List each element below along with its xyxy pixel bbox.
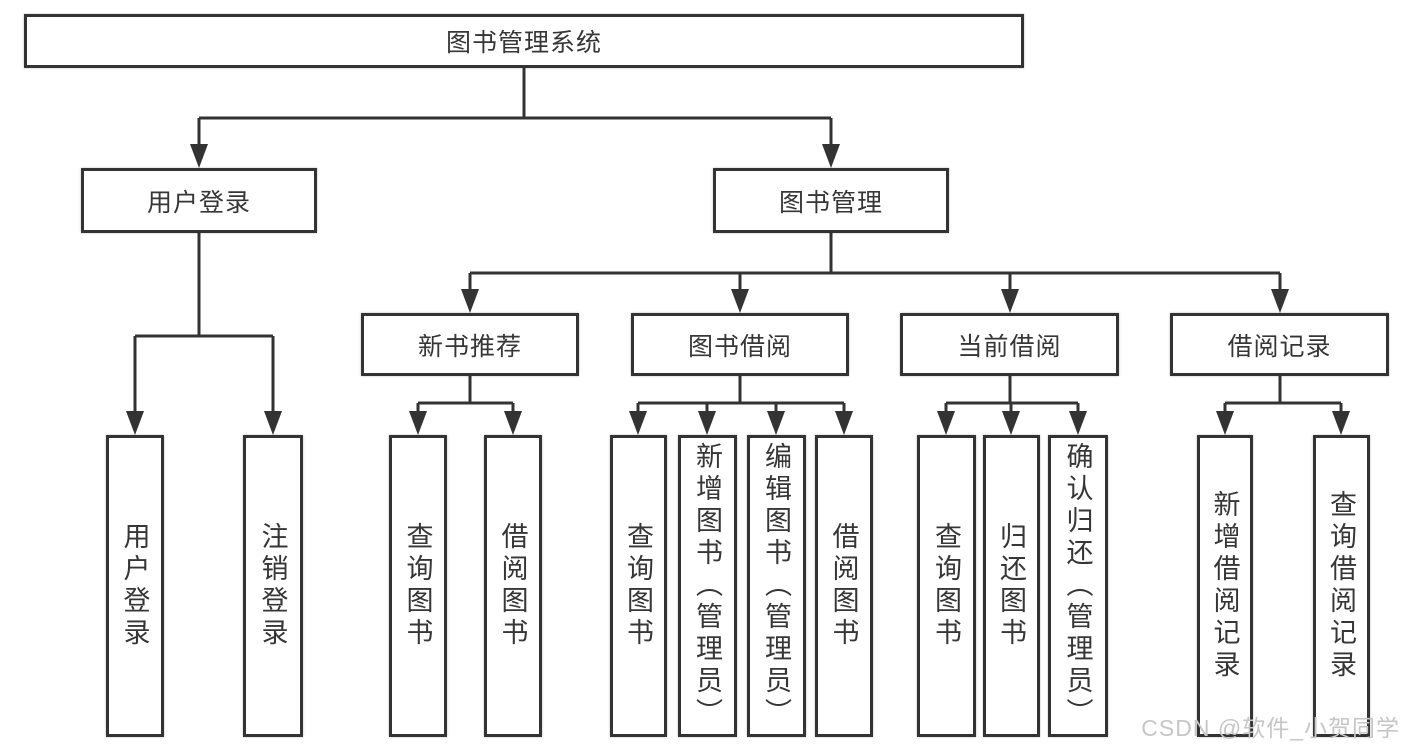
leaf-user-login: 用户登录 (106, 435, 164, 737)
leaf-logout: 注销登录 (243, 435, 303, 737)
connector-borrowrecord-to-leaves (1223, 376, 1343, 415)
node-borrowing-records-label: 借阅记录 (1227, 332, 1332, 361)
leaf-add-books-admin-label: 新增图书（管理员） (692, 442, 722, 730)
node-current-borrowing: 当前借阅 (900, 313, 1119, 376)
leaf-add-borrow-record-label: 新增借阅记录 (1209, 490, 1240, 682)
leaf-query-books-borrow-label: 查询图书 (623, 522, 653, 650)
node-book-management-label: 图书管理 (778, 188, 883, 217)
connector-newbook-to-leaves (416, 376, 515, 415)
node-user-login: 用户登录 (81, 168, 317, 233)
leaf-query-borrow-record: 查询借阅记录 (1313, 435, 1370, 737)
leaf-return-books: 归还图书 (983, 435, 1040, 737)
leaf-borrow-books-recommend-label: 借阅图书 (497, 522, 528, 650)
connector-bookmgmt-to-level3 (468, 233, 1282, 293)
node-new-book-recommend-label: 新书推荐 (417, 332, 522, 361)
connector-userlogin-to-leaves (133, 233, 275, 415)
node-book-borrowing-label: 图书借阅 (687, 332, 792, 361)
leaf-borrow-books-label: 借阅图书 (828, 522, 859, 650)
leaf-logout-label: 注销登录 (257, 522, 288, 650)
leaf-confirm-return-admin: 确认归还（管理员） (1048, 435, 1108, 737)
connector-root-to-level2 (197, 66, 833, 148)
leaf-add-borrow-record: 新增借阅记录 (1197, 435, 1253, 737)
node-book-management: 图书管理 (713, 168, 949, 233)
leaf-borrow-books: 借阅图书 (815, 435, 873, 737)
node-root-label: 图书管理系统 (445, 29, 602, 57)
leaf-user-login-label: 用户登录 (119, 522, 150, 650)
node-borrowing-records: 借阅记录 (1170, 313, 1389, 376)
leaf-query-books-recommend: 查询图书 (389, 435, 447, 737)
leaf-query-books-borrow: 查询图书 (610, 435, 667, 737)
node-book-borrowing: 图书借阅 (631, 313, 849, 376)
node-new-book-recommend: 新书推荐 (361, 313, 579, 376)
connector-bookborrow-to-leaves (636, 376, 846, 415)
leaf-query-books-current: 查询图书 (917, 435, 976, 737)
leaf-borrow-books-recommend: 借阅图书 (484, 435, 542, 737)
leaf-edit-books-admin-label: 编辑图书（管理员） (761, 442, 791, 730)
node-user-login-label: 用户登录 (146, 188, 251, 217)
node-current-borrowing-label: 当前借阅 (957, 332, 1062, 361)
connector-currentborrow-to-leaves (944, 376, 1080, 415)
leaf-edit-books-admin: 编辑图书（管理员） (747, 435, 806, 737)
leaf-query-borrow-record-label: 查询借阅记录 (1326, 490, 1356, 682)
leaf-return-books-label: 归还图书 (996, 522, 1026, 650)
node-root-system: 图书管理系统 (24, 14, 1024, 68)
leaf-query-books-recommend-label: 查询图书 (402, 522, 433, 650)
leaf-add-books-admin: 新增图书（管理员） (678, 435, 737, 737)
leaf-confirm-return-admin-label: 确认归还（管理员） (1062, 442, 1093, 730)
leaf-query-books-current-label: 查询图书 (931, 522, 961, 650)
csdn-watermark: CSDN @软件_小贺同学 (1141, 715, 1400, 741)
